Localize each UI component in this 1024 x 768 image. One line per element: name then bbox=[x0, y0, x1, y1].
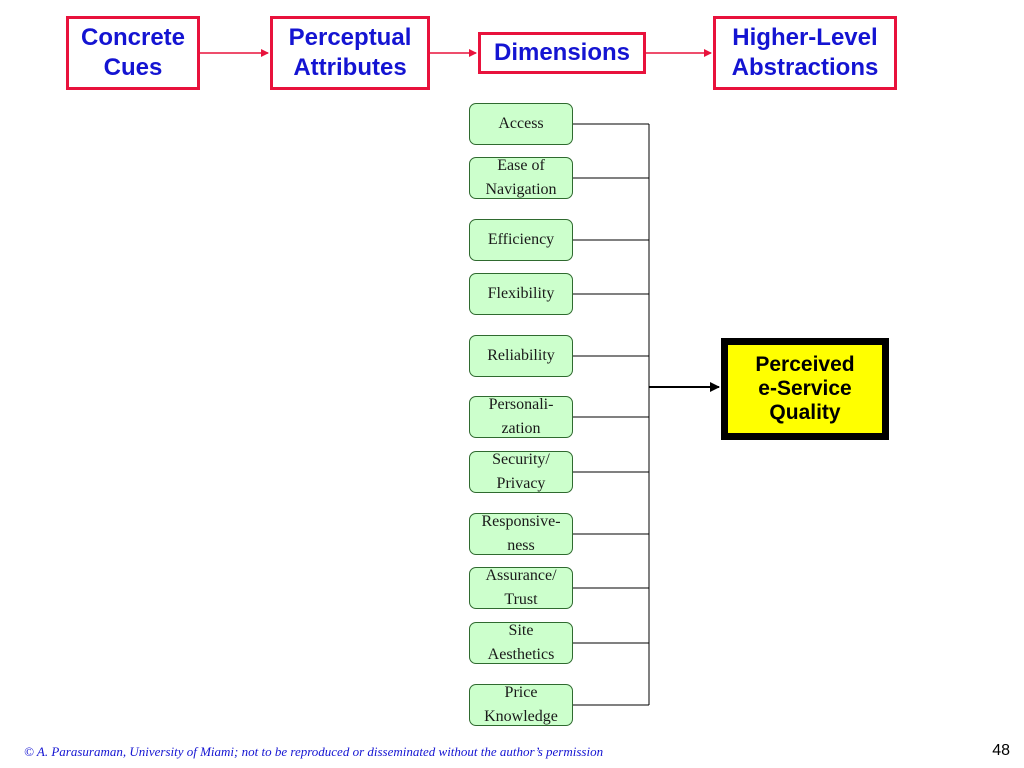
dimension-connectors bbox=[573, 123, 650, 706]
higher-level-abstractions-box: Higher-Level Abstractions bbox=[713, 16, 897, 90]
perceived-e-service-quality-box: Perceived e-Service Quality bbox=[721, 338, 889, 440]
perceptual-attributes-box: Perceptual Attributes bbox=[270, 16, 430, 90]
dimension-reliability: Reliability bbox=[469, 335, 573, 377]
dimension-responsiveness: Responsive- ness bbox=[469, 513, 573, 555]
dimension-security-privacy: Security/ Privacy bbox=[469, 451, 573, 493]
dimension-site-aesthetics: Site Aesthetics bbox=[469, 622, 573, 664]
copyright-footer: © A. Parasuraman, University of Miami; n… bbox=[24, 744, 604, 759]
concrete-cues-box: Concrete Cues bbox=[66, 16, 200, 90]
dimension-personalization: Personali- zation bbox=[469, 396, 573, 438]
dimension-assurance-trust: Assurance/ Trust bbox=[469, 567, 573, 609]
dimension-price-knowledge: Price Knowledge bbox=[469, 684, 573, 726]
dimension-flexibility: Flexibility bbox=[469, 273, 573, 315]
dimensions-box: Dimensions bbox=[478, 32, 646, 74]
page-number: 48 bbox=[992, 742, 1010, 759]
dimension-efficiency: Efficiency bbox=[469, 219, 573, 261]
dimension-access: Access bbox=[469, 103, 573, 145]
perceived-e-service-quality-label: Perceived e-Service Quality bbox=[728, 345, 882, 433]
dimension-ease-of-navigation: Ease of Navigation bbox=[469, 157, 573, 199]
